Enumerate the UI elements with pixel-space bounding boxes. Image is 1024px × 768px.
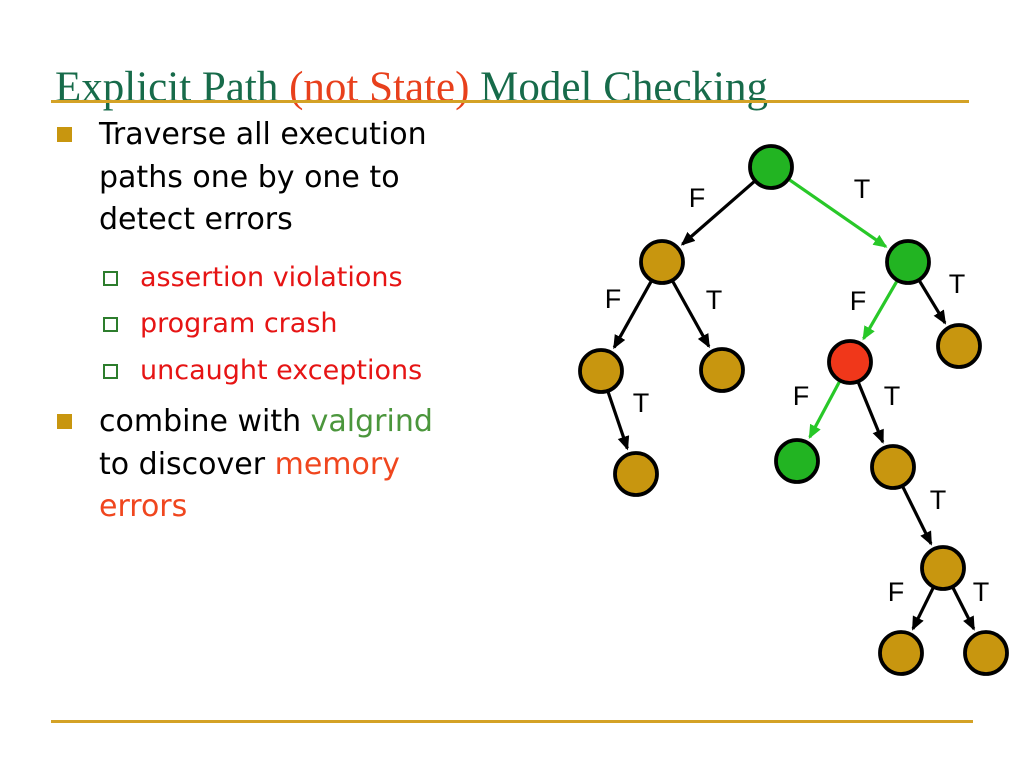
bullet-item-valgrind: combine with valgrind to discover memory… [57,401,487,529]
text-black: to discover [99,446,275,482]
sub-bullet-assertion: assertion violations [103,262,487,294]
text-valgrind: valgrind [310,403,433,439]
edge-label-n2-T: T [949,269,966,299]
tree-edge-n10-n11 [911,587,935,631]
tree-edge-n2-n7 [918,279,947,325]
edge-label-n2-F: F [850,286,867,316]
tree-node-n6-red [827,339,873,385]
tree-node-n5-gold [613,451,659,497]
tree-edge-n9-n10 [901,486,933,546]
bullet-square-icon [57,127,72,142]
tree-edge-n10-n12 [951,586,976,631]
tree-node-n8-green [774,438,820,484]
edge-label-root-T: T [854,174,871,204]
bullet-square-icon [57,413,72,429]
sub-bullet-text: uncaught exceptions [140,354,423,386]
edge-label-n3-T: T [633,388,650,418]
edge-label-n10-T: T [973,577,990,607]
sub-bullet-crash: program crash [103,308,487,340]
footer-rule [51,720,973,723]
text-black: combine with [99,403,311,439]
tree-edge-root-n2 [788,178,888,248]
text-errors: errors [99,489,188,525]
tree-edge-n6-n8 [808,380,842,439]
tree-node-n3-gold [578,348,624,394]
tree-edge-n3-n5 [606,391,630,451]
edge-label-root-F: F [689,183,706,213]
edge-label-n6-F: F [793,381,810,411]
tree-edge-n1-n4 [671,280,711,349]
sub-bullet-text: program crash [140,308,338,340]
bullet-line: errors [99,486,433,529]
tree-edge-root-n1 [680,180,756,246]
title-underline [51,100,969,103]
tree-node-n12-gold [963,630,1009,676]
sub-bullet-list: assertion violations program crash uncau… [103,262,487,387]
edge-label-n9-T: T [930,485,947,515]
tree-node-n2-green [885,239,931,285]
edge-label-n1-F: F [605,284,622,314]
sub-bullet-text: assertion violations [140,261,403,293]
tree-node-n4-gold [699,347,745,393]
edge-label-n10-F: F [888,577,905,607]
tree-node-n9-gold [870,444,916,490]
tree-node-n10-gold [920,545,966,591]
edge-label-n6-T: T [884,381,901,411]
bullet-list: Traverse all execution paths one by one … [57,114,487,529]
bullet-line: combine with valgrind [99,401,433,444]
sub-bullet-exceptions: uncaught exceptions [103,355,487,387]
tree-node-n1-gold [639,239,685,285]
edge-label-n1-T: T [706,285,723,315]
bullet-text: Traverse all execution paths one by one … [99,117,427,238]
text-memory: memory [274,446,400,482]
hollow-square-icon [103,317,118,333]
hollow-square-icon [103,270,118,286]
bullet-item-traverse: Traverse all execution paths one by one … [57,114,487,242]
tree-edge-n2-n6 [862,280,899,341]
tree-node-root-green [748,144,794,190]
tree-node-n7-gold [936,323,982,369]
hollow-square-icon [103,363,118,379]
tree-node-n11-gold [878,630,924,676]
tree-edge-n1-n3 [612,280,653,350]
bullet-line: to discover memory [99,444,433,487]
tree-edge-n6-n9 [856,381,885,444]
bullet-text: combine with valgrind to discover memory… [99,401,433,529]
